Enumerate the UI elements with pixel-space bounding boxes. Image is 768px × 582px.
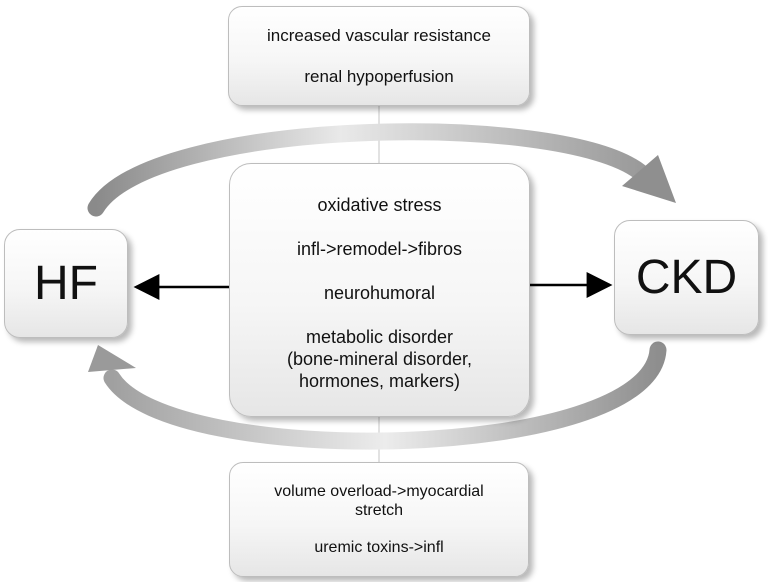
bottom-line-2: stretch xyxy=(354,502,403,519)
bottom-line-3: uremic toxins->infl xyxy=(314,539,444,556)
center-item-3: neurohumoral xyxy=(323,283,436,303)
center-item-5: (bone-mineral disorder, xyxy=(286,349,473,369)
center-item-6: hormones, markers) xyxy=(298,371,461,391)
ckd-node: CKD xyxy=(614,220,759,335)
top-line-1: increased vascular resistance xyxy=(267,25,491,45)
center-item-2: infl->remodel->fibros xyxy=(296,239,463,259)
top-line-2: renal hypoperfusion xyxy=(304,66,454,86)
volume-toxin-factors-box: volume overload->myocardial stretch urem… xyxy=(229,462,529,577)
center-item-1: oxidative stress xyxy=(317,195,442,215)
ckd-label: CKD xyxy=(635,250,738,304)
common-mechanisms-box: oxidative stress infl->remodel->fibros n… xyxy=(229,163,530,417)
hemodynamic-factors-box: increased vascular resistance renal hypo… xyxy=(228,6,530,106)
center-item-4: metabolic disorder xyxy=(305,327,454,347)
cycle-arrow-bottom xyxy=(88,341,667,450)
hf-node: HF xyxy=(4,229,128,338)
hf-label: HF xyxy=(34,256,98,310)
cycle-arrow-top xyxy=(87,123,676,217)
bottom-line-1: volume overload->myocardial xyxy=(274,483,484,500)
